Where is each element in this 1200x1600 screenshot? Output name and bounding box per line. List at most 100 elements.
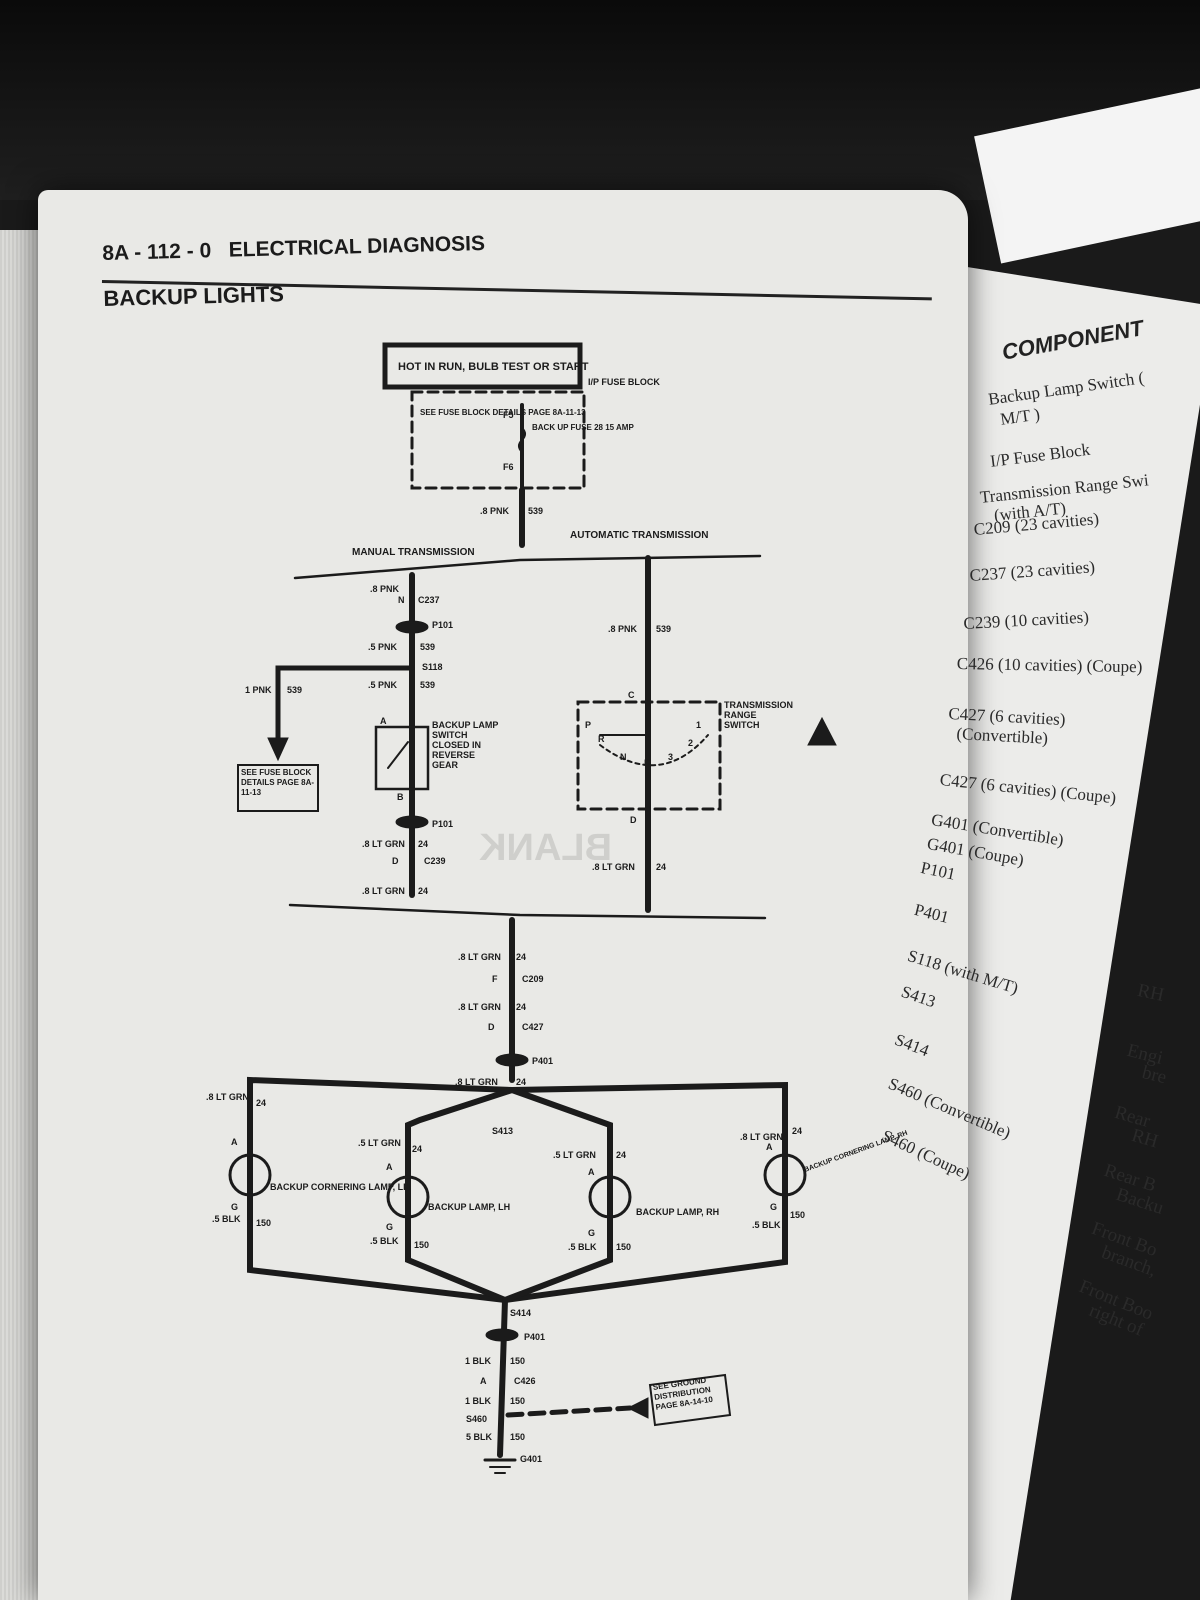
ground-wire [497,1297,508,1458]
conn-n-letter: N [398,595,405,605]
trans-pin-c: C [628,690,635,700]
circuit-150-e: 150 [510,1356,525,1366]
wire-c427: .8 LT GRN [458,1002,501,1012]
gear-1: 1 [696,720,701,730]
trans-switch-label: TRANSMISSION RANGE SWITCH [724,700,793,730]
comp-item: C426 (10 cavities) (Coupe) [956,654,1143,677]
c239-label: C239 [424,856,446,866]
wire-c209: .8 LT GRN [458,952,501,962]
circuit-150-a: 150 [256,1218,271,1228]
fuse-terminal-f5: F5 [503,410,514,420]
wire-8ltgrn-a: .8 LT GRN [362,839,405,849]
fuse-name: BACK UP FUSE 28 15 AMP [532,423,634,432]
gear-n: N [620,752,627,762]
see-fuse-note: SEE FUSE BLOCK DETAILS PAGE 8A-11-13 [420,408,586,417]
pin-g-2: G [386,1222,393,1232]
pin-a-5: A [480,1376,487,1386]
backup-switch-label: BACKUP LAMP SWITCH CLOSED IN REVERSE GEA… [432,720,498,770]
auto-circuit-539: 539 [656,624,671,634]
circuit-24-i: 24 [792,1126,802,1136]
auto-wire-label: .8 PNK [608,624,638,634]
manual-label: MANUAL TRANSMISSION [352,547,475,558]
g401-label: G401 [520,1454,542,1464]
circuit-24-c: 24 [516,952,526,962]
backup-switch-box [374,725,430,791]
see-fuse-box-text: SEE FUSE BLOCK DETAILS PAGE 8A-11-13 [241,768,314,797]
pin-g-1: G [231,1202,238,1212]
c209-label: C209 [522,974,544,984]
wire-1blk-a: 1 BLK [465,1356,492,1366]
wire-blk-3: .5 BLK [568,1242,597,1252]
wire-corner-lh: .8 LT GRN [206,1092,249,1102]
wire-5pnk-b: .5 PNK [368,680,398,690]
wire-1blk-b: 1 BLK [465,1396,492,1406]
wire-blk-4: .5 BLK [752,1220,781,1230]
pin-a-4: A [766,1142,773,1152]
lamp-lh-bulb [386,1175,430,1219]
wire-corner-rh: .8 LT GRN [740,1132,783,1142]
gear-2: 2 [688,738,693,748]
fuse-block-outline [410,390,586,490]
wire-8ltgrn-b: .8 LT GRN [362,886,405,896]
circuit-539-c: 539 [420,680,435,690]
lamp-corner-rh-bulb [763,1153,807,1197]
p401-bottom-label: P401 [524,1332,545,1342]
wire-n-label: .8 PNK [370,584,400,594]
gear-p: P [585,720,591,730]
p101-top-label: P101 [432,620,453,630]
trans-pin-d: D [630,815,637,825]
conn-d-letter: D [392,856,399,866]
circuit-24-a: 24 [418,839,428,849]
lamp-corner-lh-bulb [228,1153,272,1197]
auto-wire-bottom: .8 LT GRN [592,862,635,872]
circuit-150-f: 150 [510,1396,525,1406]
lamp-lh-label: BACKUP LAMP, LH [428,1202,510,1212]
warning-triangle [807,716,837,746]
main-circuit-label: 539 [528,506,543,516]
circuit-150-d: 150 [790,1210,805,1220]
p101-bottom-label: P101 [432,819,453,829]
circuit-24-d: 24 [516,1002,526,1012]
power-box-text: HOT IN RUN, BULB TEST OR START [398,361,589,373]
s413-label: S413 [492,1126,513,1136]
gear-r: R [598,734,605,744]
pin-g-4: G [770,1202,777,1212]
switch-pin-a: A [380,716,387,726]
lamp-corner-lh-label: BACKUP CORNERING LAMP, LH [270,1182,410,1192]
p401-top-label: P401 [532,1056,553,1066]
auto-circuit-24: 24 [656,862,666,872]
wire-5blk-bottom: 5 BLK [466,1432,493,1442]
circuit-24-f: 24 [256,1098,266,1108]
fuse-block-label: I/P FUSE BLOCK [588,377,660,387]
c426-label: C426 [514,1376,536,1386]
see-fuse-box [237,764,319,812]
s414-label: S414 [510,1308,531,1318]
conn-d2-letter: D [488,1022,495,1032]
gear-d: D [644,758,651,768]
see-ground-text: SEE GROUND DISTRIBUTION PAGE 8A-14-10 [652,1376,713,1412]
conn-f-letter: F [492,974,498,984]
wire-1pnk: 1 PNK [245,685,272,695]
circuit-24-e: 24 [516,1077,526,1087]
circuit-24-h: 24 [616,1150,626,1160]
see-ground-box [648,1373,732,1427]
pin-g-3: G [588,1228,595,1238]
pin-a-1: A [231,1137,238,1147]
pin-a-3: A [588,1167,595,1177]
circuit-539-a: 539 [420,642,435,652]
wire-lamp-rh: .5 LT GRN [553,1150,596,1160]
gear-3: 3 [668,752,673,762]
blank-watermark: BLANK [478,827,612,869]
c427-label: C427 [522,1022,544,1032]
circuit-24-b: 24 [418,886,428,896]
s118-label: S118 [422,662,443,672]
fuse-terminal-f6: F6 [503,462,514,472]
wire-5pnk-a: .5 PNK [368,642,398,652]
automatic-label: AUTOMATIC TRANSMISSION [570,530,709,541]
circuit-150-b: 150 [414,1240,429,1250]
circuit-150-c: 150 [616,1242,631,1252]
lamp-rh-label: BACKUP LAMP, RH [636,1207,719,1217]
switch-pin-b: B [397,792,404,802]
power-box [382,342,583,390]
